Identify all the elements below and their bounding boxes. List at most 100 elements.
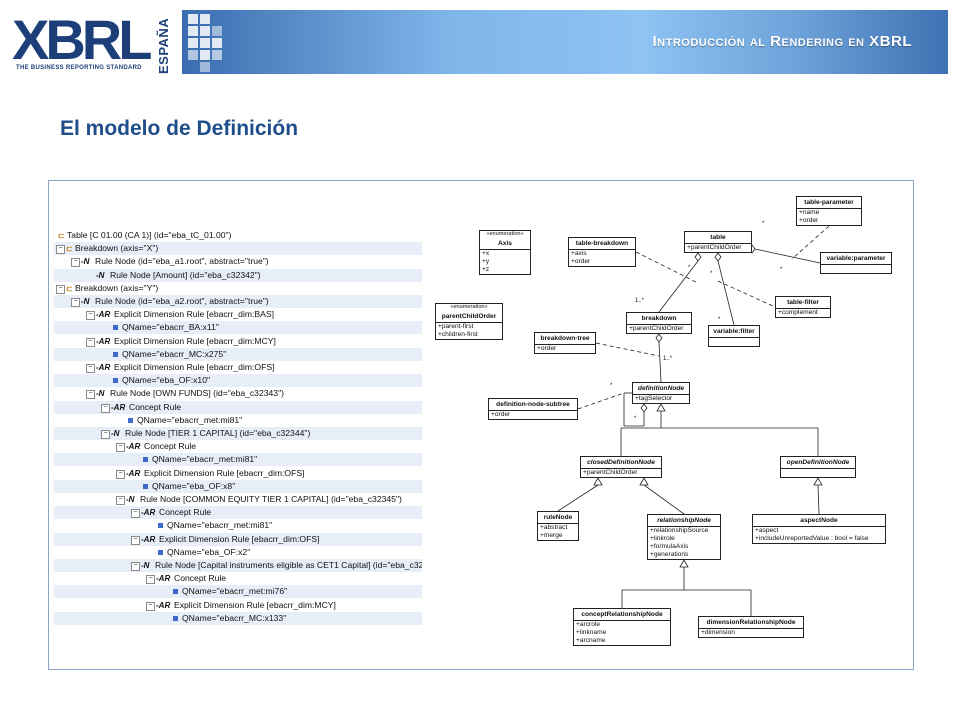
rule-node-icon: -N [111, 429, 120, 438]
tree-row[interactable]: QName="ebacrr_MC:x133" [54, 611, 422, 625]
uml-class-ruleNode: ruleNode+abstract+merge [537, 511, 579, 541]
aspect-rule-icon: -AR [156, 600, 171, 610]
tree-row-label: Explicit Dimension Rule [ebacrr_dim:OFS] [144, 467, 305, 478]
tree-row[interactable]: ⊏Table [C 01.00 (CA 1)] (id="eba_tC_01.0… [54, 229, 422, 242]
collapse-toggle-icon[interactable]: − [86, 311, 95, 321]
collapse-toggle-icon[interactable]: − [86, 390, 95, 400]
aggregation-diamond [655, 333, 663, 343]
tree-row[interactable]: QName="ebacrr_met:mi76" [54, 585, 422, 599]
multiplicity-label: * [634, 416, 637, 422]
collapse-toggle-icon[interactable]: − [116, 496, 125, 505]
collapse-toggle-icon[interactable]: − [131, 535, 140, 545]
collapse-toggle-icon[interactable]: − [146, 575, 155, 585]
uml-stereotype: «enumeration» [486, 231, 524, 237]
collapse-toggle-icon[interactable]: − [101, 403, 110, 413]
uml-association-line [717, 260, 735, 326]
tree-row[interactable]: QName="ebacrr_met:mi81" [54, 519, 422, 532]
collapse-toggle-icon[interactable]: − [56, 284, 65, 294]
collapse-toggle-icon[interactable]: − [86, 364, 95, 373]
rule-node-icon: -N [81, 297, 90, 306]
tree-row-label: Explicit Dimension Rule [ebacrr_dim:BAS] [114, 309, 274, 320]
qname-icon [143, 483, 148, 489]
generalization-arrow [593, 477, 603, 486]
uml-attribute: +parentChildOrder [629, 325, 684, 332]
uml-class-openDefinitionNode: openDefinitionNode [780, 456, 856, 478]
uml-class-name: parentChildOrder [436, 311, 502, 323]
uml-class-definition-node-subtree: definition-node-subtree+order [488, 398, 578, 420]
tree-row-label: Rule Node [TIER 1 CAPITAL] (id="eba_c323… [125, 428, 311, 438]
tree-row[interactable]: −⊏Breakdown (axis="Y") [54, 282, 422, 295]
tree-row[interactable]: QName="ebacrr_MC:x275" [54, 347, 422, 361]
uml-class-parentChildOrder: «enumeration»parentChildOrder+parent-fir… [435, 303, 503, 340]
uml-attribute: +order [799, 217, 819, 224]
uml-class-table: table+parentChildOrder [684, 231, 752, 253]
banner-title: Introducción al Rendering en XBRL [652, 33, 912, 50]
generalization-line [557, 484, 599, 512]
tree-row[interactable]: −⊏Breakdown (axis="X") [54, 242, 422, 256]
tree-row-label: Concept Rule [159, 507, 212, 518]
multiplicity-label: * [762, 221, 765, 227]
tree-row[interactable]: −-N Rule Node [TIER 1 CAPITAL] (id="eba_c… [54, 427, 422, 440]
generalization-arrow [679, 559, 689, 568]
collapse-toggle-icon[interactable]: − [86, 337, 95, 347]
tree-row[interactable]: QName="eba_OF:x2" [54, 546, 422, 559]
logo-tagline: THE BUSINESS REPORTING STANDARD [16, 65, 142, 71]
uml-class-name: dimensionRelationshipNode [699, 617, 803, 629]
tree-row-label: QName="eba_OF:x2" [167, 546, 251, 557]
tree-row-label: Rule Node (id="eba_a1.root", abstract="t… [95, 256, 269, 267]
uml-class-breakdown-tree: breakdown-tree+order [534, 332, 596, 354]
tree-row[interactable]: QName="ebacrr_met:mi81" [54, 453, 422, 467]
aspect-rule-icon: -AR [126, 442, 141, 452]
uml-association-line [658, 341, 662, 383]
uml-attribute: +order [571, 258, 591, 265]
tree-row[interactable]: QName="eba_OF:x8" [54, 479, 422, 493]
collapse-toggle-icon[interactable]: − [131, 509, 140, 519]
collapse-toggle-icon[interactable]: − [71, 258, 80, 268]
uml-attribute: +abstract [540, 524, 568, 531]
uml-attribute: +linkname [576, 629, 607, 636]
uml-attribute: +arcname [576, 637, 606, 644]
collapse-toggle-icon[interactable]: − [116, 469, 125, 479]
collapse-toggle-icon[interactable]: − [101, 430, 110, 439]
collapse-toggle-icon[interactable]: − [131, 562, 140, 571]
collapse-toggle-icon[interactable]: − [56, 245, 65, 255]
tree-row[interactable]: QName="ebacrr_BA:x11" [54, 321, 422, 335]
uml-class-name: Axis [480, 238, 530, 250]
table-icon: ⊏ [66, 283, 73, 293]
tree-row-label: QName="ebacrr_BA:x11" [122, 322, 219, 333]
uml-class-name: aspectNode [753, 515, 885, 527]
uml-class-name: variable:parameter [821, 253, 891, 265]
qname-icon [143, 457, 148, 463]
aspect-rule-icon: -AR [96, 336, 111, 346]
rule-tree-view: ⊏Table [C 01.00 (CA 1)] (id="eba_tC_01.0… [54, 229, 422, 626]
uml-class-name: closedDefinitionNode [581, 457, 661, 469]
aspect-rule-icon: -AR [126, 468, 141, 478]
collapse-toggle-icon[interactable]: − [116, 443, 125, 453]
tree-row[interactable]: QName="eba_OF:x10" [54, 374, 422, 388]
generalization-arrow [639, 477, 649, 486]
logo-region: ESPAÑA [156, 17, 171, 74]
tree-row[interactable]: QName="ebacrr_met:mi81" [54, 414, 422, 427]
uml-class-name: table [685, 232, 751, 244]
collapse-toggle-icon[interactable]: − [71, 298, 80, 307]
multiplicity-label: * [688, 265, 691, 271]
aspect-rule-icon: -AR [156, 574, 171, 584]
uml-attribute: +generations [650, 551, 689, 558]
collapse-toggle-icon[interactable]: − [146, 601, 155, 611]
